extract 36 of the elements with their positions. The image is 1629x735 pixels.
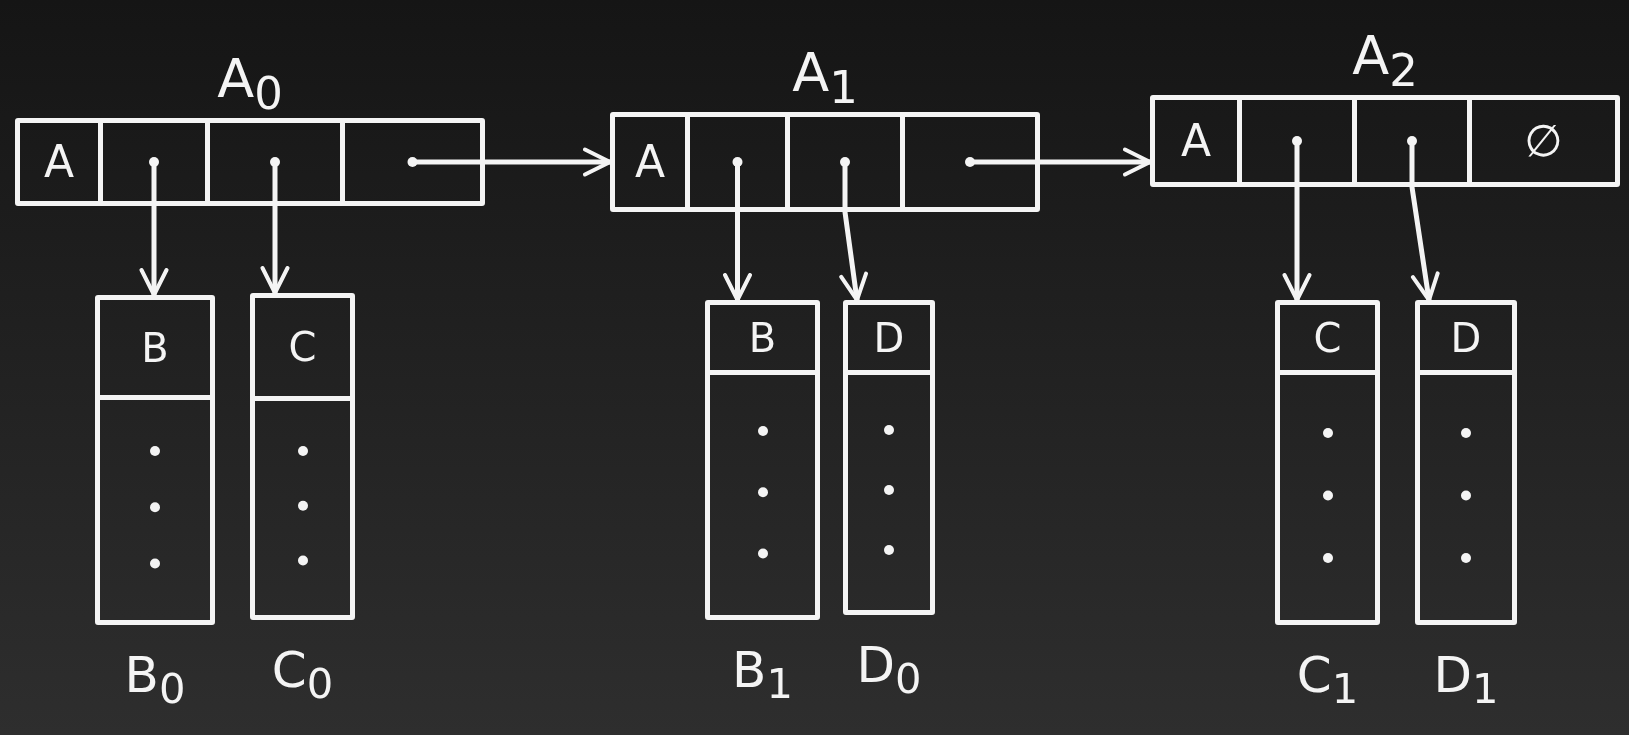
cell-label: ∅: [1524, 119, 1563, 163]
record-cell: [1467, 95, 1620, 187]
record-title: A$_{0}$: [216, 52, 284, 116]
column-caption: C$_{0}$: [270, 645, 335, 705]
record-title: A$_{2}$: [1351, 29, 1419, 93]
column-header: B: [710, 305, 815, 375]
arrow: [139, 157, 169, 298]
column-caption: D$_{0}$: [855, 640, 923, 700]
column-header: C: [255, 298, 350, 401]
array-column: [1415, 300, 1517, 625]
arrow: [1282, 136, 1312, 303]
cell-label: A: [1180, 119, 1212, 163]
arrow: [260, 157, 290, 296]
arrow: [1407, 136, 1440, 303]
column-caption: B$_{1}$: [731, 645, 794, 705]
array-column: [1275, 300, 1380, 625]
array-column: [705, 300, 820, 620]
record-title: A$_{1}$: [791, 46, 859, 110]
arrow: [407, 147, 613, 177]
pointer-cell: [340, 118, 485, 206]
arrow: [839, 157, 868, 303]
cell-label: A: [634, 140, 666, 184]
array-column: [95, 295, 215, 625]
column-header: D: [1420, 305, 1512, 375]
column-caption: C$_{1}$: [1295, 650, 1360, 710]
array-column: [843, 300, 935, 615]
cell-label: A: [43, 140, 75, 184]
column-header: C: [1280, 305, 1375, 375]
arrow: [723, 157, 752, 303]
arrow: [965, 147, 1153, 177]
column-caption: D$_{1}$: [1432, 650, 1500, 710]
pointer-cell: [900, 112, 1040, 212]
column-header: B: [100, 300, 210, 400]
column-caption: B$_{0}$: [123, 650, 187, 710]
column-header: D: [848, 305, 930, 375]
array-column: [250, 293, 355, 620]
